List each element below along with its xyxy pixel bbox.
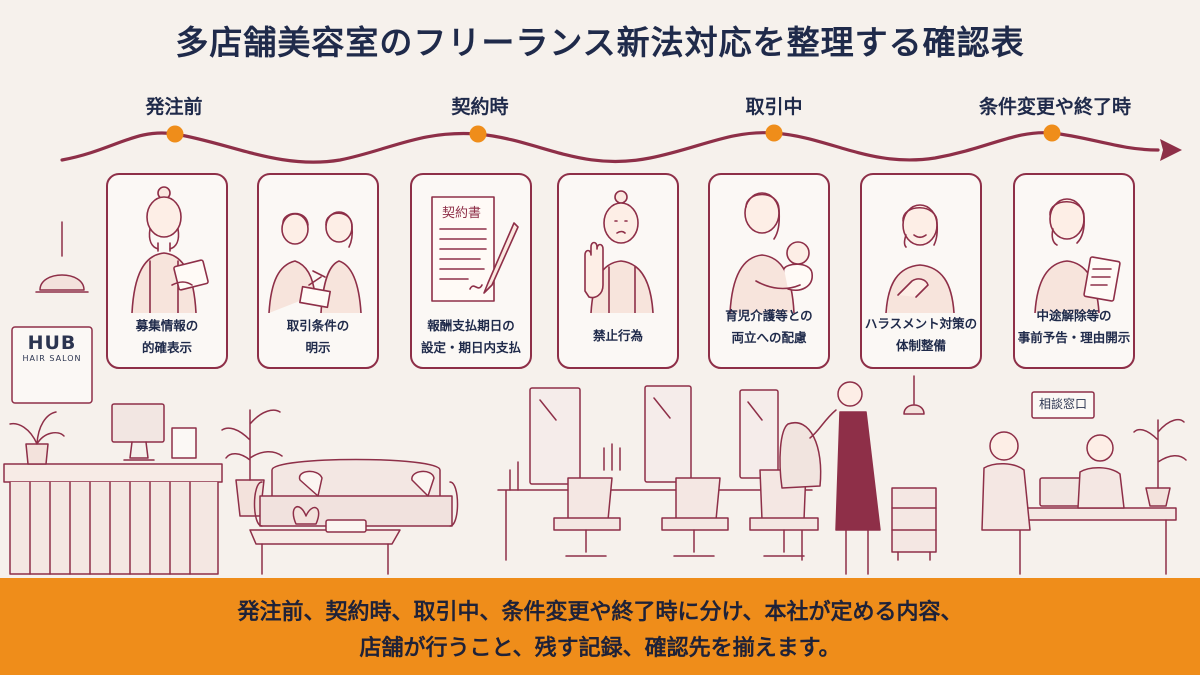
hand-on-chest-icon <box>885 204 955 313</box>
stage-dot-contract <box>469 125 487 143</box>
card-label-line: 的確表示 <box>141 340 192 355</box>
sofa <box>253 458 459 527</box>
coffee-table <box>249 506 401 575</box>
card-label-line: 両立への配慮 <box>731 330 807 345</box>
salon-sign-main: HUB <box>27 332 77 354</box>
footer-banner: 発注前、契約時、取引中、条件変更や終了時に分け、本社が定める内容、 店舗が行うこ… <box>0 578 1200 675</box>
card-payment-due-date: 契約書 報酬支払期日の 設定・期日内支払 <box>410 173 532 369</box>
card-label-line: 禁止行為 <box>592 328 643 343</box>
stage-label-before-order: 発注前 <box>145 96 203 118</box>
pendant-lamp-icon <box>903 375 925 415</box>
card-childcare-balance: 育児介護等との 両立への配慮 <box>708 173 830 369</box>
salon-chair <box>553 469 819 557</box>
card-label-line: 育児介護等との <box>725 308 813 323</box>
card-harassment-measures: ハラスメント対策の 体制整備 <box>860 173 982 369</box>
timeline-arrowhead <box>1160 139 1182 161</box>
card-label-line: 報酬支払期日の <box>427 318 515 333</box>
footer-line-1: 発注前、契約時、取引中、条件変更や終了時に分け、本社が定める内容、 <box>237 600 963 625</box>
stage-label-contract: 契約時 <box>451 96 509 118</box>
page-title: 多店舗美容室のフリーランス新法対応を整理する確認表 <box>175 23 1025 62</box>
stop-hand-icon <box>584 190 654 313</box>
stage-dot-during-trade <box>765 124 783 142</box>
consultation-desk <box>981 431 1177 575</box>
salon-mirror <box>529 385 779 485</box>
salon-scene-illustration <box>3 221 1187 575</box>
two-people-discussing-icon <box>268 211 362 313</box>
card-label-line: 設定・期日内支払 <box>420 340 521 355</box>
card-label-line: 中途解除等の <box>1036 308 1112 323</box>
card-trade-terms: 取引条件の 明示 <box>257 173 379 369</box>
card-label-line: ハラスメント対策の <box>864 316 978 331</box>
stage-dot-change-or-end <box>1043 124 1061 142</box>
card-label-line: 募集情報の <box>135 318 199 333</box>
consult-sign-frame <box>1031 391 1095 419</box>
monitor-icon <box>111 403 165 461</box>
card-prohibited-acts: 禁止行為 <box>557 173 679 369</box>
plant-icon <box>9 411 65 465</box>
contract-doc-title: 契約書 <box>442 206 481 221</box>
footer-line-2: 店舗が行うこと、残す記録、確認先を揃えます。 <box>359 636 841 661</box>
salon-sign: HUB HAIR SALON <box>14 332 90 363</box>
pendant-lamp-icon <box>35 221 89 293</box>
consult-sign: 相談窓口 <box>1038 397 1087 411</box>
tablet-stand <box>171 427 197 459</box>
plant-icon <box>1133 418 1187 507</box>
customer-figure <box>779 421 822 489</box>
product-bottles <box>509 443 621 491</box>
salon-sign-frame <box>11 326 93 404</box>
card-recruitment-display: 募集情報の 的確表示 <box>106 173 228 369</box>
tool-cart <box>891 487 937 561</box>
stylist-figure <box>809 381 881 575</box>
reception-counter <box>3 463 223 575</box>
timeline-wave <box>60 131 1160 164</box>
stylist-holding-baby-icon <box>729 192 813 313</box>
stage-dot-before-order <box>166 125 184 143</box>
card-early-termination: 中途解除等の 事前予告・理由開示 <box>1013 173 1135 369</box>
stage-label-change-or-end: 条件変更や終了時 <box>978 96 1131 118</box>
contract-document-pen-icon: 契約書 <box>431 196 519 302</box>
stage-label-during-trade: 取引中 <box>745 96 803 118</box>
card-label-line: 体制整備 <box>895 338 946 353</box>
stylist-with-clipboard-icon <box>131 186 209 313</box>
card-label-line: 取引条件の <box>286 318 350 333</box>
timeline-arrow <box>60 124 1182 164</box>
stylist-with-document-icon <box>1034 198 1121 313</box>
card-label-line: 事前予告・理由開示 <box>1017 330 1131 345</box>
salon-sign-sub: HAIR SALON <box>22 354 82 363</box>
card-label-line: 明示 <box>305 340 331 355</box>
